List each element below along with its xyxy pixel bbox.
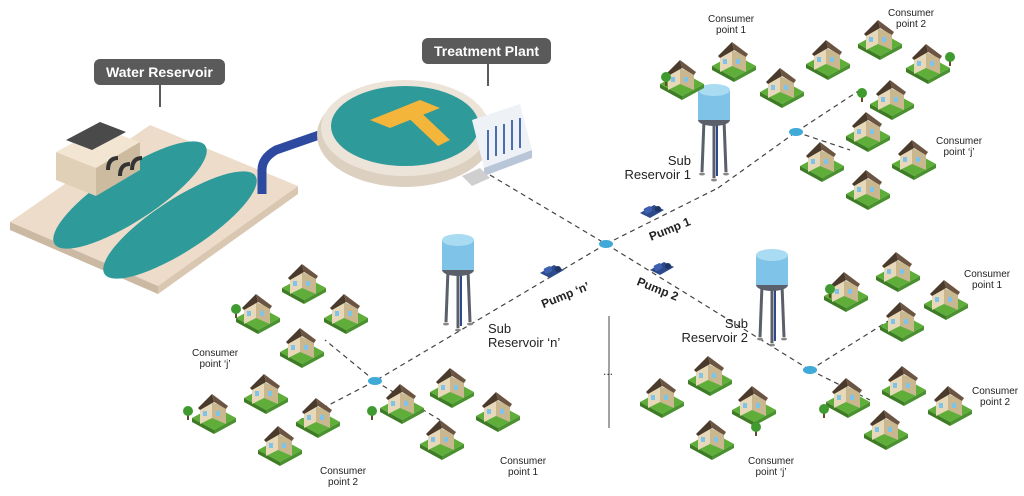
r2-consumer-1-line1: Consumer bbox=[964, 269, 1011, 280]
junction-node bbox=[599, 240, 613, 248]
r1-consumer-1-label: Consumer point 1 bbox=[708, 14, 754, 36]
r2-consumer-1-line2: point 1 bbox=[972, 280, 1003, 291]
sub-reservoir-2-line1: Sub bbox=[724, 316, 748, 331]
sub-reservoir-1-line2: Reservoir 1 bbox=[624, 167, 691, 182]
r1-consumer-j-line1: Consumer bbox=[936, 136, 983, 147]
r2-consumer-1-label: Consumer point 1 bbox=[964, 269, 1010, 291]
pump-1-icon bbox=[640, 205, 664, 218]
water-reservoir-label: Water Reservoir bbox=[94, 59, 225, 107]
node-rn bbox=[368, 377, 382, 385]
r2-consumer-2-line2: point 2 bbox=[980, 397, 1011, 408]
r2-consumer-2-line1: Consumer bbox=[972, 386, 1019, 397]
r2-consumer-j-label: Consumer point ‘j’ bbox=[748, 456, 794, 478]
water-reservoir bbox=[10, 122, 298, 294]
rn-consumer-1-line1: Consumer bbox=[500, 456, 547, 467]
r2-consumer-j-line1: Consumer bbox=[748, 456, 795, 467]
main-pipe bbox=[257, 121, 347, 194]
rn-consumer-j-line2: point ‘j’ bbox=[199, 359, 231, 370]
rn-consumer-2-label: Consumer point 2 bbox=[320, 466, 366, 488]
sub-reservoir-1-label: Sub Reservoir 1 bbox=[623, 154, 691, 182]
sub-reservoir-n-line2: Reservoir ‘n’ bbox=[488, 335, 561, 350]
r1-consumer-1-line1: Consumer bbox=[708, 14, 755, 25]
rn-consumer-j-line1: Consumer bbox=[192, 348, 239, 359]
treatment-plant bbox=[317, 80, 532, 187]
village-r2 bbox=[640, 252, 972, 460]
pump-n-icon bbox=[540, 265, 564, 278]
rn-consumer-j-label: Consumer point ‘j’ bbox=[192, 348, 238, 370]
r1-consumer-2-line1: Consumer bbox=[888, 8, 935, 19]
sub-reservoir-n-label: Sub Reservoir ‘n’ bbox=[488, 322, 560, 350]
r1-consumer-2-line2: point 2 bbox=[896, 19, 927, 30]
sub-reservoir-2-line2: Reservoir 2 bbox=[681, 330, 748, 345]
ellipsis-marker: ... bbox=[603, 364, 614, 378]
node-r2 bbox=[803, 366, 817, 374]
node-r1 bbox=[789, 128, 803, 136]
rn-consumer-2-line1: Consumer bbox=[320, 466, 367, 477]
treatment-plant-label: Treatment Plant bbox=[422, 38, 552, 86]
rn-consumer-1-line2: point 1 bbox=[508, 467, 539, 478]
sub-reservoir-2-tower bbox=[754, 247, 790, 348]
rn-consumer-2-line2: point 2 bbox=[328, 477, 359, 488]
sub-reservoir-1-line1: Sub bbox=[667, 153, 691, 168]
r1-consumer-j-label: Consumer point ‘j’ bbox=[936, 136, 982, 158]
sub-reservoir-1-tower bbox=[696, 82, 732, 183]
r2-consumer-j-line2: point ‘j’ bbox=[755, 467, 787, 478]
r1-consumer-1-line2: point 1 bbox=[716, 25, 747, 36]
r2-consumer-2-label: Consumer point 2 bbox=[972, 386, 1018, 408]
sub-reservoir-2-label: Sub Reservoir 2 bbox=[678, 317, 748, 345]
r1-consumer-2-label: Consumer point 2 bbox=[888, 8, 934, 30]
sub-reservoir-n-line1: Sub bbox=[488, 321, 512, 336]
sub-reservoir-n-tower bbox=[440, 232, 476, 333]
rn-consumer-1-label: Consumer point 1 bbox=[500, 456, 546, 478]
r1-consumer-j-line2: point ‘j’ bbox=[943, 147, 975, 158]
